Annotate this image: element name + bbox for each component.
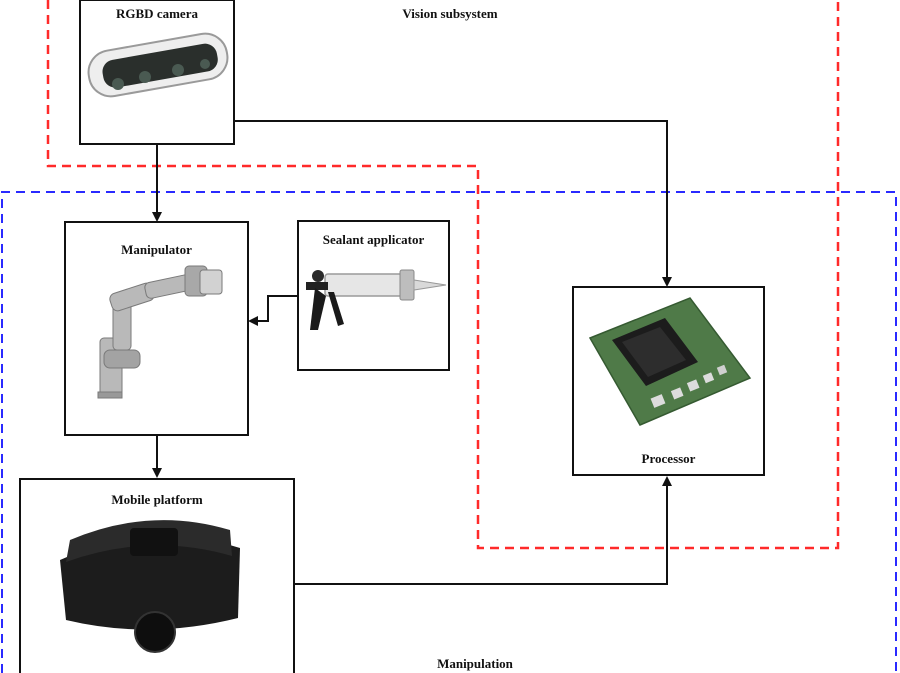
mobile-platform-label: Mobile platform	[111, 492, 203, 507]
arrow-camera-to-processor	[234, 120, 672, 287]
mobile-robot-image	[60, 520, 240, 653]
manipulator-label: Manipulator	[121, 242, 192, 257]
robot-arm-image	[97, 265, 223, 399]
manipulation-title: Manipulation	[437, 656, 513, 671]
arrow-mobile-to-processor	[294, 476, 672, 585]
manipulation-boundary	[1, 191, 897, 673]
vision-subsystem-title: Vision subsystem	[402, 6, 498, 21]
processor-label: Processor	[641, 451, 696, 466]
camera-label: RGBD camera	[116, 6, 198, 21]
sealant-applicator-label: Sealant applicator	[322, 232, 425, 247]
processor-board-image	[588, 297, 752, 426]
arrow-sealant-to-manipulator	[248, 295, 298, 326]
manipulator-box	[64, 221, 249, 436]
vision-subsystem-boundary	[46, 0, 840, 550]
rgbd-camera-image	[87, 32, 229, 98]
caulking-gun-image	[306, 269, 447, 330]
